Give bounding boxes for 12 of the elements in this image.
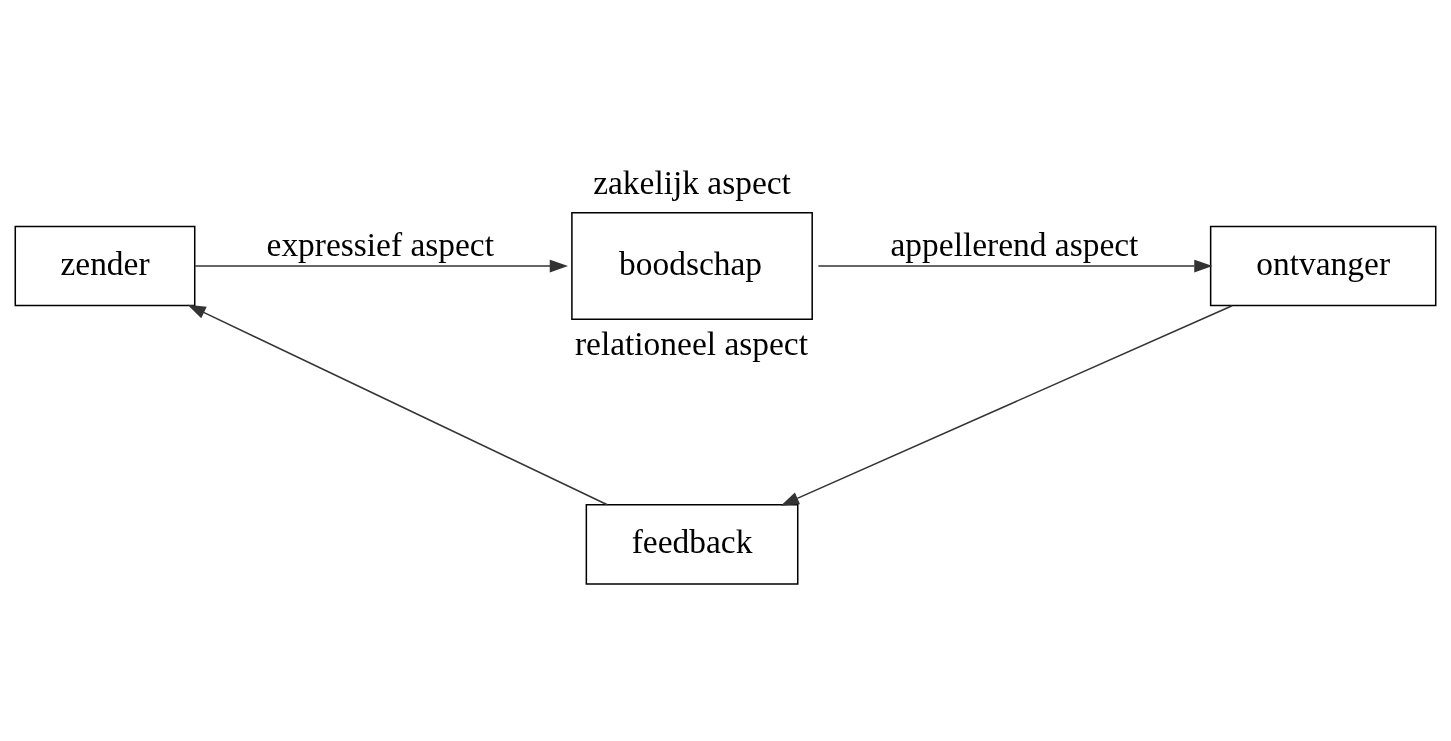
edge-label: expressief aspect bbox=[266, 225, 494, 263]
arrow bbox=[780, 304, 1233, 506]
node-label: relationeel aspect bbox=[574, 324, 808, 362]
node-box: ontvanger bbox=[1209, 225, 1437, 306]
arrow bbox=[194, 259, 569, 272]
node-box: feedback bbox=[585, 503, 799, 585]
edge-label: appellerend aspect bbox=[890, 225, 1139, 263]
arrow bbox=[817, 259, 1213, 272]
node-label: zakelijk aspect bbox=[593, 163, 791, 201]
arrow bbox=[187, 304, 609, 505]
node-box: boodschap bbox=[571, 211, 813, 320]
node-box: zender bbox=[14, 225, 196, 306]
